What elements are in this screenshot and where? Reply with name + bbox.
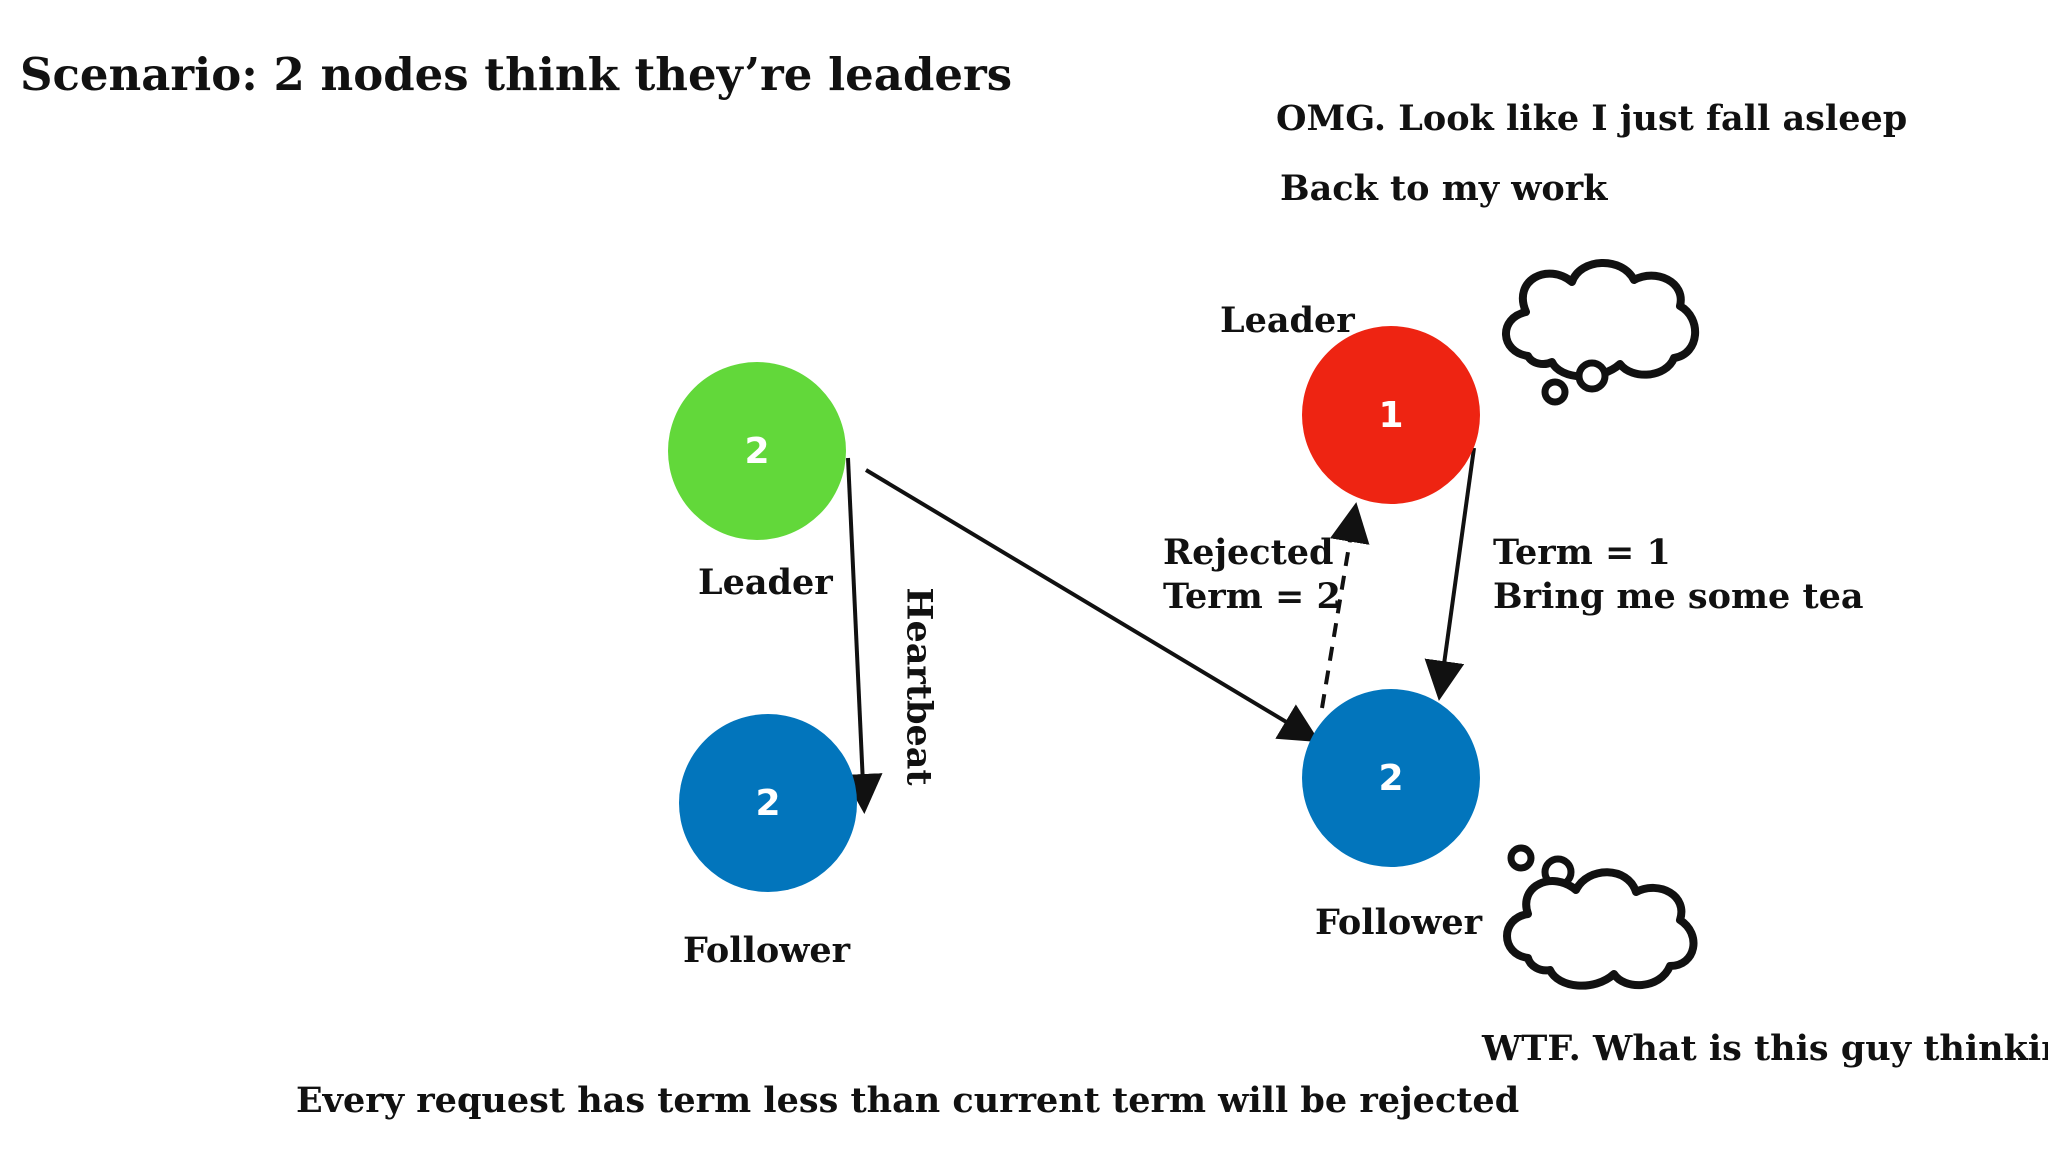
old-leader-node: 1 — [1302, 326, 1480, 504]
rejected-label: Rejected — [1163, 532, 1334, 573]
footer-note: Every request has term less than current… — [296, 1080, 1520, 1121]
right-follower-term: 2 — [1378, 757, 1404, 799]
old-leader-label: Leader — [1220, 300, 1355, 341]
old-term-request-arrow — [1424, 447, 1476, 701]
leader-to-follower-arrow — [864, 468, 1320, 743]
old-request-label: Bring me some tea — [1493, 576, 1864, 617]
old-leader-thought-cloud-icon — [1502, 259, 1699, 406]
right-follower-label: Follower — [1315, 902, 1483, 943]
left-leader-node: 2 — [668, 362, 846, 540]
old-leader-thought-line1: OMG. Look like I just fall asleep — [1276, 98, 1908, 139]
left-follower-term: 2 — [755, 782, 781, 824]
old-term-label: Term = 1 — [1493, 532, 1671, 573]
rejected-arrow — [1320, 502, 1370, 709]
left-leader-label: Leader — [698, 562, 833, 603]
follower-thought-text: WTF. What is this guy thinking? — [1482, 1028, 2048, 1069]
rejected-term-label: Term = 2 — [1163, 576, 1341, 617]
left-leader-term: 2 — [744, 430, 770, 472]
heartbeat-arrow — [842, 457, 883, 814]
heartbeat-label: Heartbeat — [898, 587, 940, 786]
old-leader-thought-line2: Back to my work — [1280, 168, 1608, 209]
left-follower-node: 2 — [679, 714, 857, 892]
left-follower-label: Follower — [683, 930, 851, 971]
old-leader-term: 1 — [1378, 394, 1404, 436]
right-follower-node: 2 — [1302, 689, 1480, 867]
page-title: Scenario: 2 nodes think they’re leaders — [20, 48, 1013, 101]
follower-thought-cloud-icon — [1503, 844, 1698, 990]
